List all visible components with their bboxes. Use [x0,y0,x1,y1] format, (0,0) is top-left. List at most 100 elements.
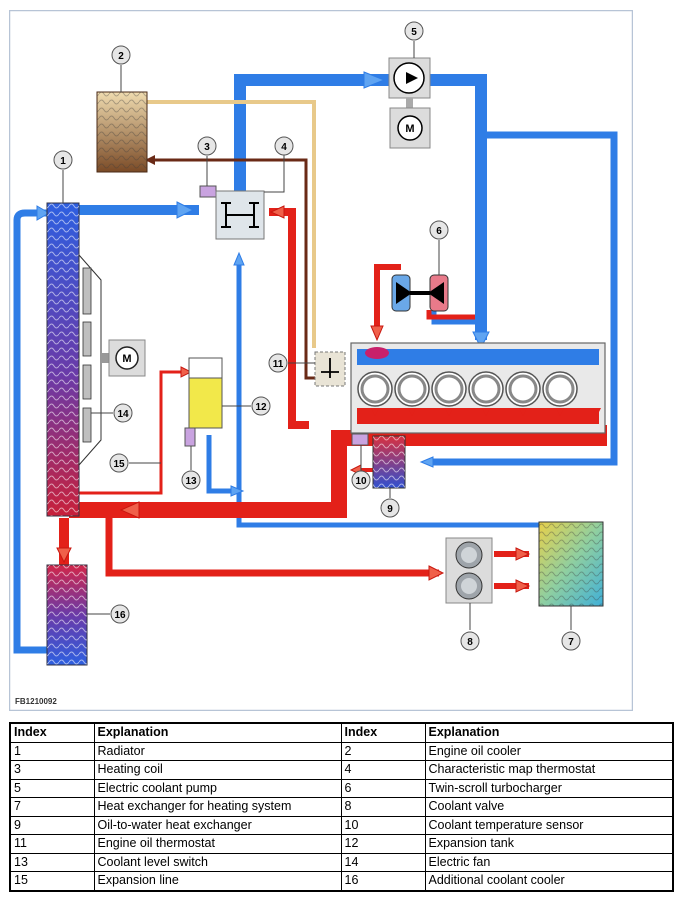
callout-16: 16 [110,604,130,624]
explanation-cell: Coolant temperature sensor [424,815,674,835]
index-cell: 9 [9,815,95,835]
index-cell: 1 [9,741,95,761]
oil-return-arrow [145,155,155,165]
heat-exchanger-heating [538,521,604,607]
explanation-cell: Heat exchanger for heating system [93,797,342,817]
twin-scroll-turbocharger [391,274,449,312]
header-explanation-right: Explanation [424,722,674,743]
index-cell: 5 [9,778,95,798]
callout-1: 1 [53,150,73,170]
figure-id: FB1210092 [15,697,57,706]
hot-flow-arrows [56,205,531,593]
callout-9: 9 [380,498,400,518]
callout-label: 2 [118,51,124,62]
explanation-cell: Heating coil [93,760,342,780]
legend-header-row: Index Explanation Index Explanation [9,722,674,743]
callout-8: 8 [460,631,480,651]
explanation-cell: Coolant valve [424,797,674,817]
pump-motor-icon: M [405,123,414,135]
explanation-cell: Expansion line [93,871,342,891]
callout-label: 12 [255,402,267,413]
callout-label: 14 [117,409,129,420]
engine-oil-cooler [96,91,148,173]
cold-flow-arrows [36,71,490,497]
explanation-cell: Coolant level switch [93,852,342,872]
header-index-left: Index [9,722,95,743]
coolant-level-switch [184,427,196,447]
callout-label: 4 [281,142,287,153]
callout-label: 9 [387,504,393,515]
index-cell: 16 [340,871,426,891]
explanation-cell: Twin-scroll turbocharger [424,778,674,798]
header-explanation-left: Explanation [93,722,342,743]
callout-label: 5 [411,27,417,38]
callout-15: 15 [109,453,129,473]
callout-2: 2 [111,45,131,65]
callout-label: 16 [114,610,126,621]
callout-label: 7 [568,637,574,648]
callout-13: 13 [181,470,201,490]
explanation-cell: Electric coolant pump [93,778,342,798]
explanation-cell: Radiator [93,741,342,761]
explanation-cell: Expansion tank [424,834,674,854]
index-cell: 12 [340,834,426,854]
callout-label: 1 [60,156,66,167]
expansion-tank [188,357,223,429]
index-cell: 3 [9,760,95,780]
index-cell: 13 [9,852,95,872]
explanation-cell: Additional coolant cooler [424,871,674,891]
header-index-right: Index [340,722,426,743]
callout-label: 6 [436,226,442,237]
coolant-valve [445,537,493,604]
callout-label: 10 [355,476,367,487]
callout-label: 13 [185,476,197,487]
heating-coil [199,185,217,198]
index-cell: 10 [340,815,426,835]
callout-7: 7 [561,631,581,651]
callout-10: 10 [351,470,371,490]
index-cell: 6 [340,778,426,798]
engine-oil-thermostat [314,351,346,387]
map-thermostat [215,190,265,240]
index-cell: 15 [9,871,95,891]
oil-to-water-heat-exchanger [372,435,406,489]
cooling-circuit-diagram: M M [9,10,633,711]
electric-coolant-pump: M [388,57,431,149]
index-cell: 11 [9,834,95,854]
callout-6: 6 [429,220,449,240]
callout-label: 15 [113,459,125,470]
index-cell: 7 [9,797,95,817]
index-cell: 8 [340,797,426,817]
index-cell: 14 [340,852,426,872]
callout-label: 3 [204,142,210,153]
additional-coolant-cooler [46,564,88,666]
callout-5: 5 [404,21,424,41]
explanation-cell: Electric fan [424,852,674,872]
callout-12: 12 [251,396,271,416]
engine-block [350,342,606,434]
cold-coolant-lines [13,74,618,654]
radiator [46,202,80,517]
explanation-cell: Engine oil cooler [424,741,674,761]
coolant-temperature-sensor [351,433,369,446]
explanation-cell: Characteristic map thermostat [424,760,674,780]
callout-11: 11 [268,353,288,373]
explanation-cell: Engine oil thermostat [93,834,342,854]
callout-4: 4 [274,136,294,156]
callout-label: 8 [467,637,473,648]
fan-motor-icon: M [122,353,131,365]
leader-lines [62,41,572,630]
callout-14: 14 [113,403,133,423]
callout-3: 3 [197,136,217,156]
callout-label: 11 [273,359,284,370]
index-cell: 4 [340,760,426,780]
